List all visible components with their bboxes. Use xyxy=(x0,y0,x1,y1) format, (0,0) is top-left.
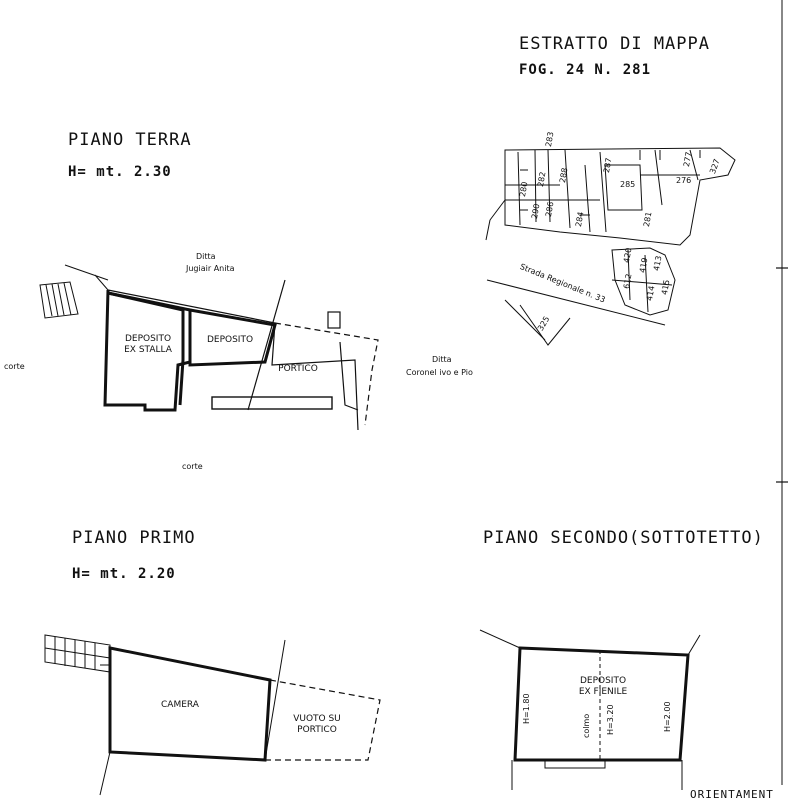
height-right: H=2.00 xyxy=(663,701,672,732)
courtyard-left: corte xyxy=(4,362,25,371)
height-left: H=1.80 xyxy=(522,693,531,724)
room-label-line1: VUOTO SU xyxy=(293,714,341,724)
room-label-line2: EX STALLA xyxy=(124,345,172,355)
map-extract-subtitle: FOG. 24 N. 281 xyxy=(519,62,652,78)
room-portico: PORTICO xyxy=(278,364,318,374)
room-deposito: DEPOSITO xyxy=(206,335,254,345)
room-label-line2: EX FIENILE xyxy=(578,687,628,697)
parcel-276: 276 xyxy=(676,176,692,185)
height-mid: H=3.20 xyxy=(606,704,615,735)
room-camera: CAMERA xyxy=(161,700,199,710)
neighbor-top-label: Ditta xyxy=(196,252,216,261)
ground-floor-height: H= mt. 2.30 xyxy=(68,164,172,180)
stairs-ground xyxy=(39,281,79,319)
parcel-285: 285 xyxy=(620,180,636,189)
room-label-line2: PORTICO xyxy=(297,725,337,735)
first-floor-height: H= mt. 2.20 xyxy=(72,566,176,582)
room-label-line1: DEPOSITO xyxy=(579,676,627,686)
courtyard-bottom: corte xyxy=(182,462,203,471)
second-floor-plan xyxy=(479,629,701,790)
ground-floor-plan xyxy=(39,264,379,431)
first-floor-plan xyxy=(44,634,381,796)
ridge-label: colmo xyxy=(582,713,591,738)
room-deposito-ex-fienile: DEPOSITO EX FIENILE xyxy=(568,676,638,698)
stairs-first xyxy=(44,634,111,673)
neighbor-right-name: Coronel ivo e Pio xyxy=(406,368,473,377)
ground-floor-title: PIANO TERRA xyxy=(68,130,192,150)
neighbor-top-name: Jugiair Anita xyxy=(186,264,235,273)
orientation-label: ORIENTAMENT xyxy=(690,788,774,801)
first-floor-title: PIANO PRIMO xyxy=(72,528,196,548)
room-vuoto-su-portico: VUOTO SU PORTICO xyxy=(282,714,352,736)
cadastral-map xyxy=(485,147,736,346)
map-extract-title: ESTRATTO DI MAPPA xyxy=(519,34,710,54)
room-label-line1: DEPOSITO xyxy=(124,334,172,344)
neighbor-right-label: Ditta xyxy=(432,355,452,364)
second-floor-title: PIANO SECONDO(SOTTOTETTO) xyxy=(483,528,764,548)
room-deposito-ex-stalla: DEPOSITO EX STALLA xyxy=(116,334,180,356)
